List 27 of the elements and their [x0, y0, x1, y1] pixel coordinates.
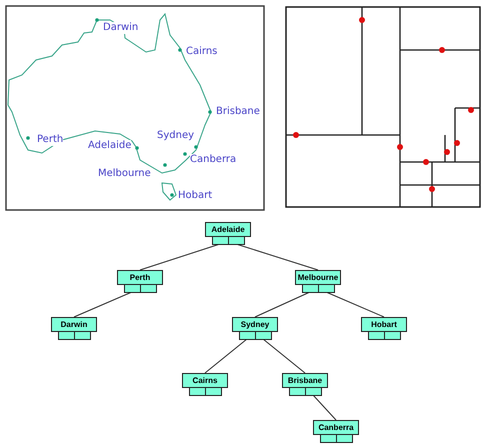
node-label: Brisbane: [282, 373, 328, 388]
city-label: Sydney: [157, 130, 194, 142]
tree-node: [295, 270, 341, 292]
tree-node: [117, 270, 163, 292]
node-label: Canberra: [313, 420, 359, 435]
tree-edge: [312, 394, 336, 420]
tree-edge: [326, 292, 384, 318]
node-label: Cairns: [182, 373, 228, 388]
node-label: Adelaide: [205, 222, 251, 237]
node-label: Darwin: [51, 317, 97, 332]
tree-edge: [74, 292, 132, 318]
node-label: Perth: [117, 270, 163, 285]
tree-node: [232, 317, 278, 339]
node-label: Hobart: [361, 317, 407, 332]
city-label: Darwin: [103, 22, 138, 34]
tree-node: [361, 317, 407, 339]
node-label: Melbourne: [295, 270, 341, 285]
city-label: Perth: [37, 134, 64, 146]
tree-node: [182, 373, 228, 395]
node-label: Sydney: [232, 317, 278, 332]
tree-node: [51, 317, 97, 339]
tree-node: [313, 420, 359, 442]
tree-node: [282, 373, 328, 395]
tree-edge: [254, 292, 310, 318]
tree-node: [205, 222, 251, 244]
tree-edge: [262, 338, 306, 374]
tree-edge: [204, 338, 248, 374]
